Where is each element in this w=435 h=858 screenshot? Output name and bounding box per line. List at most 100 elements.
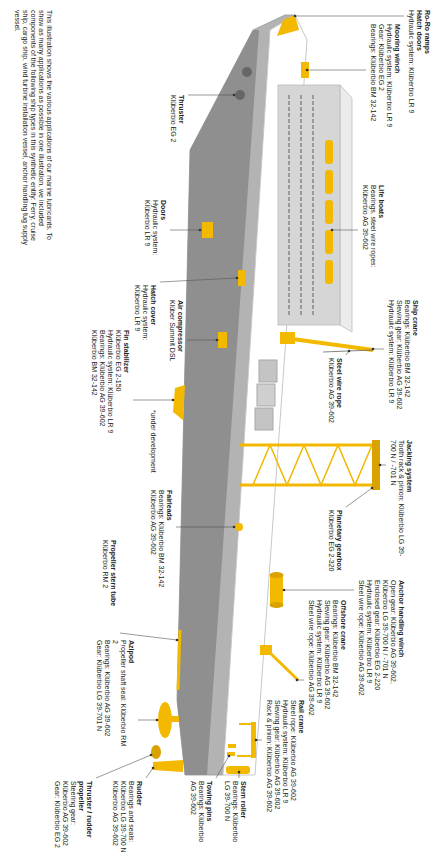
stern-tube [178, 630, 180, 690]
leader-dot [152, 767, 155, 770]
callout-text: Bearings: Klüberbio AG 39-602 [98, 330, 106, 455]
leader-dot [372, 348, 375, 351]
leader-dot [176, 639, 179, 642]
callout-text: Hydraulic system: Klüberbio LR 9 [281, 700, 289, 825]
callout-text: Bearings and seals: Klüberbio LG 39-700 … [119, 781, 135, 853]
leader-line [146, 768, 153, 778]
wire-rope [323, 350, 373, 352]
jacking-leg [240, 444, 372, 447]
callout-text: Enclosed gear: Klüberbio EG 2-220 [373, 580, 381, 705]
callout-group: Hatch coverHydraulic system: Klüberbio L… [133, 285, 157, 355]
callout-text: Bearings: Klüberbio BM 32-142 [331, 600, 339, 725]
callout-text: Slewing gear: Klüberbio AG 39-602 [323, 600, 331, 725]
leader-line [332, 230, 358, 231]
leader-dot [255, 739, 258, 742]
lattice [253, 445, 372, 485]
callout-heading: Towing pins [205, 781, 213, 853]
callout-group: Planetary gearboxKlüberbio EG 2-320 [327, 510, 343, 590]
callout-text: Rack & pinion: Klüberbio AG 39-602 [265, 700, 273, 825]
callout-group: DoorsHydraulic system: Klüberbio LR 9 [143, 200, 167, 266]
callout-heading: Steel wire rope [335, 358, 343, 430]
callout-text: Hydraulic system: Klüberbio LR 9 [407, 10, 415, 135]
life-boat [325, 260, 333, 284]
callout-heading: Anchor handling winch [397, 580, 405, 705]
callout-text: Klüberbio AG 39-602 [149, 490, 157, 600]
anchor-winch-drum [270, 575, 283, 605]
callout-group: Offshore craneBearings: Klüberbio BM 32-… [307, 600, 347, 725]
leader-line [216, 756, 229, 778]
leader-dot [238, 771, 241, 774]
drum-end [270, 572, 284, 578]
callout-text: Open gear: Klüberbio AG 39-602, Klüberbi… [381, 580, 397, 705]
callout-text: Propeller shaft seal: Klüberbio RM 2 [111, 640, 127, 750]
callout-heading: Fin stabilizer [122, 330, 130, 455]
callout-text: Klüberbio BM 32-142 [90, 330, 98, 455]
rudder [153, 760, 183, 772]
leader-line [295, 16, 404, 17]
azipod [158, 702, 172, 738]
callout-text: Steel rope: Klüberbio AG 39-602 [289, 700, 297, 825]
callout-text: Steel wire rope: Klüberbio AG 39-602 [357, 580, 365, 705]
callout-group: Ship craneBearings: Klüberbio BM 32-142S… [387, 300, 419, 418]
callout-heading: Azipod [127, 640, 135, 750]
callout-heading: Jacking system [405, 440, 413, 560]
callout-text: Gear: Klüberbio LG 39-701 N [95, 640, 103, 750]
callout-group: Ro-Ro rampsHatch doorsHydraulic system: … [407, 10, 431, 135]
callout-group: FairleadsBearings: Klüberbio BM 32-142Kl… [149, 490, 173, 600]
callout-text: Klüberbio AG 39-602 [111, 781, 119, 853]
leader-line [133, 400, 173, 401]
callout-group: Thruster / rudder propellerSteering gear… [53, 781, 93, 853]
callout-text: Steering gear: Klüberbio AG 39-602 [61, 781, 77, 853]
callout-text: Klüberbio RM 2 [101, 540, 109, 630]
callout-text: Tooth rack & pinion: Klüberbio LG 39-700… [389, 440, 405, 560]
callout-text: Klüberbio AG 39-602 [327, 358, 335, 430]
leader-line [160, 278, 237, 282]
callout-text: Klüberbio EG 2 [169, 95, 177, 165]
callout-group: Mooring winchHydraulic system: Klüberbio… [369, 24, 401, 149]
leader-dot [331, 229, 334, 232]
callout-text: Bearings: Klüberbio AG 39-602 [103, 640, 111, 750]
leader-dot [306, 69, 309, 72]
leader-line [170, 230, 200, 231]
callout-heading: Thruster / rudder propeller [77, 781, 93, 853]
callout-group: Jacking systemTooth rack & pinion: Klübe… [389, 440, 413, 560]
callout-group: Stern rollerBearings: Klüberbio LG 39-70… [223, 781, 247, 853]
leader-line [187, 340, 217, 341]
callout-heading: Air compressor [176, 300, 184, 372]
jacking-leg [240, 484, 372, 487]
callout-heading: Rudder [135, 781, 143, 853]
callout-heading: Hatch doors [415, 10, 423, 135]
callout-text: Slewing gear: Klüberbio AG 39-602 [395, 300, 403, 418]
callout-heading: Planetary gearbox [335, 510, 343, 590]
air-compressor [218, 332, 227, 348]
windows [288, 95, 290, 315]
leader-dot [233, 526, 236, 529]
ro-ro-ramp [277, 15, 299, 36]
thruster-opening [235, 90, 245, 100]
callout-text: Steel wire rope: Klüberbio AG 39-602 [307, 600, 315, 725]
fin-stabilizer [173, 385, 185, 420]
door [202, 222, 213, 238]
callout-text: Bearings: Klüberbio BM 32-142 [157, 490, 165, 600]
callout-text: Slewing gear: Klüberbio AG 39-602 [273, 700, 281, 825]
callout-heading: Fairleads [165, 490, 173, 600]
callout-group: This illustration shows the various appl… [13, 10, 53, 250]
leader-line [284, 590, 354, 591]
mooring-winch [301, 62, 309, 78]
leader-line [346, 488, 372, 507]
leader-dot [348, 350, 351, 353]
superstructure [278, 85, 340, 325]
leader-dot [233, 94, 236, 97]
life-boat [325, 230, 333, 254]
leader-dot [371, 487, 374, 490]
rail-crane-leg [237, 755, 251, 757]
leader-dot [156, 719, 159, 722]
container-stack [257, 384, 275, 406]
drum-end [270, 602, 284, 608]
leader-line [138, 720, 157, 721]
callout-group: Air compressorKlüber Summit DSL [168, 300, 184, 372]
callout-group: Life boatsBearings, steel wire ropes: Kl… [361, 185, 385, 297]
callout-text: Gear: Klüberbio EG 2 [53, 781, 61, 853]
